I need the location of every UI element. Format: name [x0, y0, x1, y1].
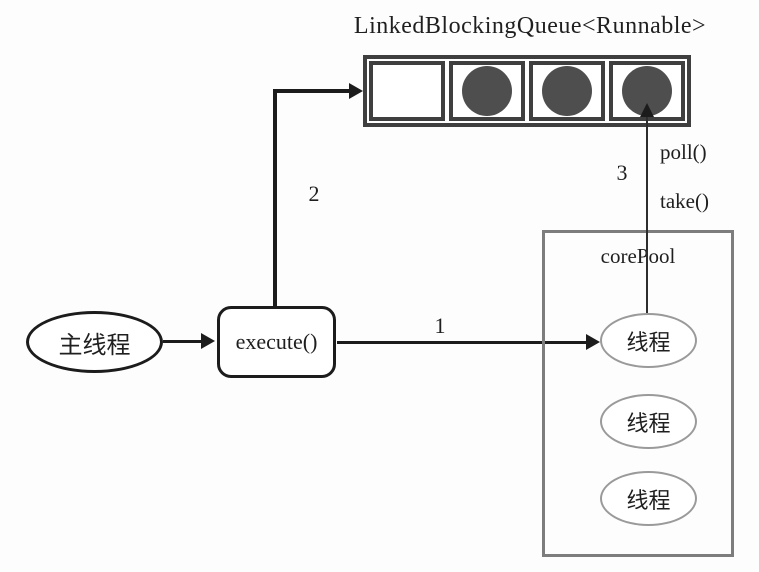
thread-node: 线程: [600, 394, 697, 449]
take-label: take(): [660, 189, 709, 213]
arrow-main-to-execute-line: [163, 340, 203, 343]
thread-node: 线程: [600, 313, 697, 368]
thread-node: 线程: [600, 471, 697, 526]
poll-label: poll(): [660, 140, 707, 164]
queue-cell: [369, 61, 445, 121]
blocking-queue: [363, 55, 691, 127]
thread-label: 线程: [626, 487, 671, 513]
arrow-dequeue-label: 3: [616, 160, 628, 185]
queue-cell: [529, 61, 605, 121]
main-thread-node: 主线程: [26, 311, 163, 373]
arrowhead-right-icon: [586, 334, 600, 350]
main-thread-label: 主线程: [58, 332, 131, 359]
execute-label: execute(): [235, 329, 318, 354]
arrow-submit-line: [337, 341, 588, 344]
arrowhead-right-icon: [201, 333, 215, 349]
core-pool-box: [542, 230, 734, 557]
arrow-enqueue-vertical-line: [273, 89, 277, 308]
arrow-submit-label: 1: [434, 313, 446, 338]
execute-node: execute(): [217, 306, 336, 378]
arrowhead-up-icon: [640, 103, 654, 117]
arrow-enqueue-label: 2: [308, 181, 320, 206]
task-circle: [542, 66, 592, 116]
thread-label: 线程: [626, 329, 671, 355]
thread-label: 线程: [626, 410, 671, 436]
queue-title: LinkedBlockingQueue<Runnable>: [353, 13, 707, 39]
task-circle: [462, 66, 512, 116]
queue-cell: [449, 61, 525, 121]
arrow-enqueue-horizontal-line: [273, 89, 351, 93]
arrow-dequeue-line: [646, 115, 648, 313]
arrowhead-right-icon: [349, 83, 363, 99]
core-pool-label: corePool: [600, 244, 676, 268]
